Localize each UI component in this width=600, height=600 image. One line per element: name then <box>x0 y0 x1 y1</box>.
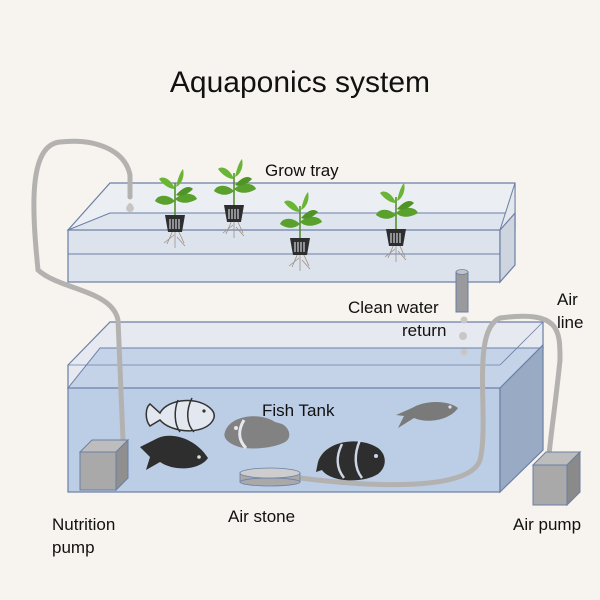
clean-water-return-label-line1: Clean water <box>348 298 439 317</box>
grow-tray <box>66 182 516 284</box>
air-pump <box>531 450 582 507</box>
plant <box>214 159 256 238</box>
fish-tank-label: Fish Tank <box>262 401 335 420</box>
nutrition-pump-label-line2: pump <box>52 538 95 557</box>
fish-tank-water-surface <box>66 347 545 389</box>
water-drop-icon <box>459 332 467 340</box>
grow-tray-side-top <box>499 182 516 231</box>
air-pump-label: Air pump <box>513 515 582 534</box>
nutrition-pump <box>78 438 130 492</box>
grow-tray-front <box>67 229 501 283</box>
water-drop-icon <box>460 348 468 356</box>
plant <box>280 192 322 271</box>
clean-water-return-label-line2: return <box>402 321 447 340</box>
grow-tray-label: Grow tray <box>265 161 339 180</box>
nutrition-pump-label-line1: Nutrition <box>52 515 116 534</box>
fish-gray-clownfish <box>224 416 290 450</box>
fish-outline-clownfish <box>145 397 215 433</box>
fish-dark <box>140 435 208 470</box>
diagram-title: Aquaponics system <box>169 66 431 99</box>
fish-gray <box>396 402 458 428</box>
air-stone-label: Air stone <box>228 507 296 526</box>
fish-tank-side <box>499 343 544 494</box>
plant <box>376 183 418 262</box>
clean-water-return-pipe <box>455 269 469 356</box>
air-line-label-line2: line <box>557 313 584 332</box>
air-stone <box>239 467 301 487</box>
air-line-tube <box>297 313 563 488</box>
water-drop-icon <box>126 203 134 212</box>
nutrition-tube <box>31 138 133 443</box>
fish-dark-clownfish <box>316 439 385 481</box>
plant <box>155 169 197 248</box>
water-drop-icon <box>460 316 468 324</box>
air-line-label-line1: Air <box>557 290 578 309</box>
